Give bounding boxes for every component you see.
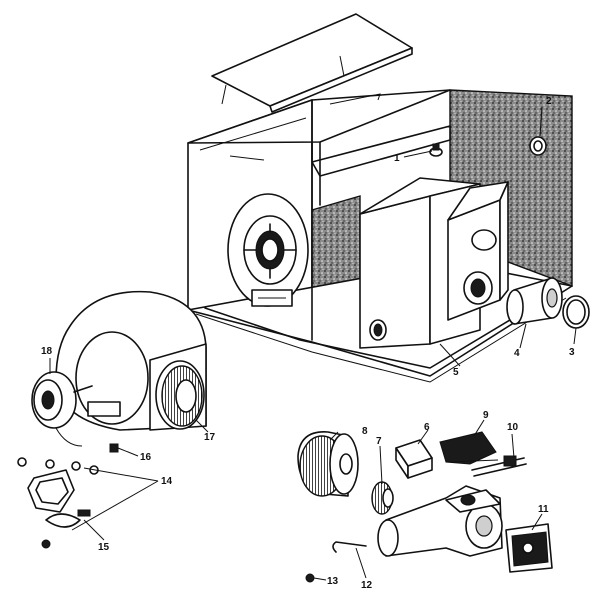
transformer-part-6 <box>395 439 433 479</box>
blower-opening <box>227 193 309 307</box>
callout-4: 4 <box>514 348 520 359</box>
fan-wheel-part-8 <box>297 431 359 497</box>
ring-part-3 <box>562 295 590 329</box>
callout-1: 1 <box>394 153 400 164</box>
callout-17: 17 <box>204 432 216 443</box>
leader-lines <box>49 106 577 581</box>
callout-3: 3 <box>569 347 575 358</box>
callout-6: 6 <box>424 422 430 433</box>
callout-16: 16 <box>140 452 152 463</box>
callout-10: 10 <box>507 422 519 433</box>
electrode-part-10 <box>471 455 527 477</box>
vent-box <box>447 181 509 321</box>
blower-motor-part-18 <box>31 371 93 447</box>
callout-12: 12 <box>361 580 373 591</box>
callout-14: 14 <box>161 476 173 487</box>
callout-18: 18 <box>41 346 53 357</box>
callout-2: 2 <box>546 96 552 107</box>
callout-8: 8 <box>362 426 368 437</box>
fitting-part-1 <box>429 143 443 157</box>
callout-13: 13 <box>327 576 339 587</box>
callout-9: 9 <box>483 410 489 421</box>
top-panel <box>211 13 413 113</box>
callout-11: 11 <box>538 504 549 515</box>
coupling-part-7 <box>371 481 394 515</box>
bolt-part-16 <box>109 443 119 453</box>
ignitor-part-9 <box>439 431 499 465</box>
spring-part-12 <box>332 541 367 553</box>
mounting-strap-part-14 <box>17 457 99 513</box>
clip-part-15 <box>41 509 91 549</box>
blower-housing-part-17 <box>55 290 207 431</box>
callout-7: 7 <box>376 436 382 447</box>
screw-part-13 <box>305 573 315 583</box>
motor-part-4 <box>506 277 563 325</box>
callout-5: 5 <box>453 367 459 378</box>
callout-numbers: 1 2 3 4 5 6 7 8 9 10 11 12 13 14 15 16 1… <box>41 96 575 591</box>
control-part-11 <box>505 523 553 573</box>
burner-motor-assembly <box>377 485 503 557</box>
grommet-part-2 <box>529 136 547 156</box>
callout-15: 15 <box>98 542 110 553</box>
